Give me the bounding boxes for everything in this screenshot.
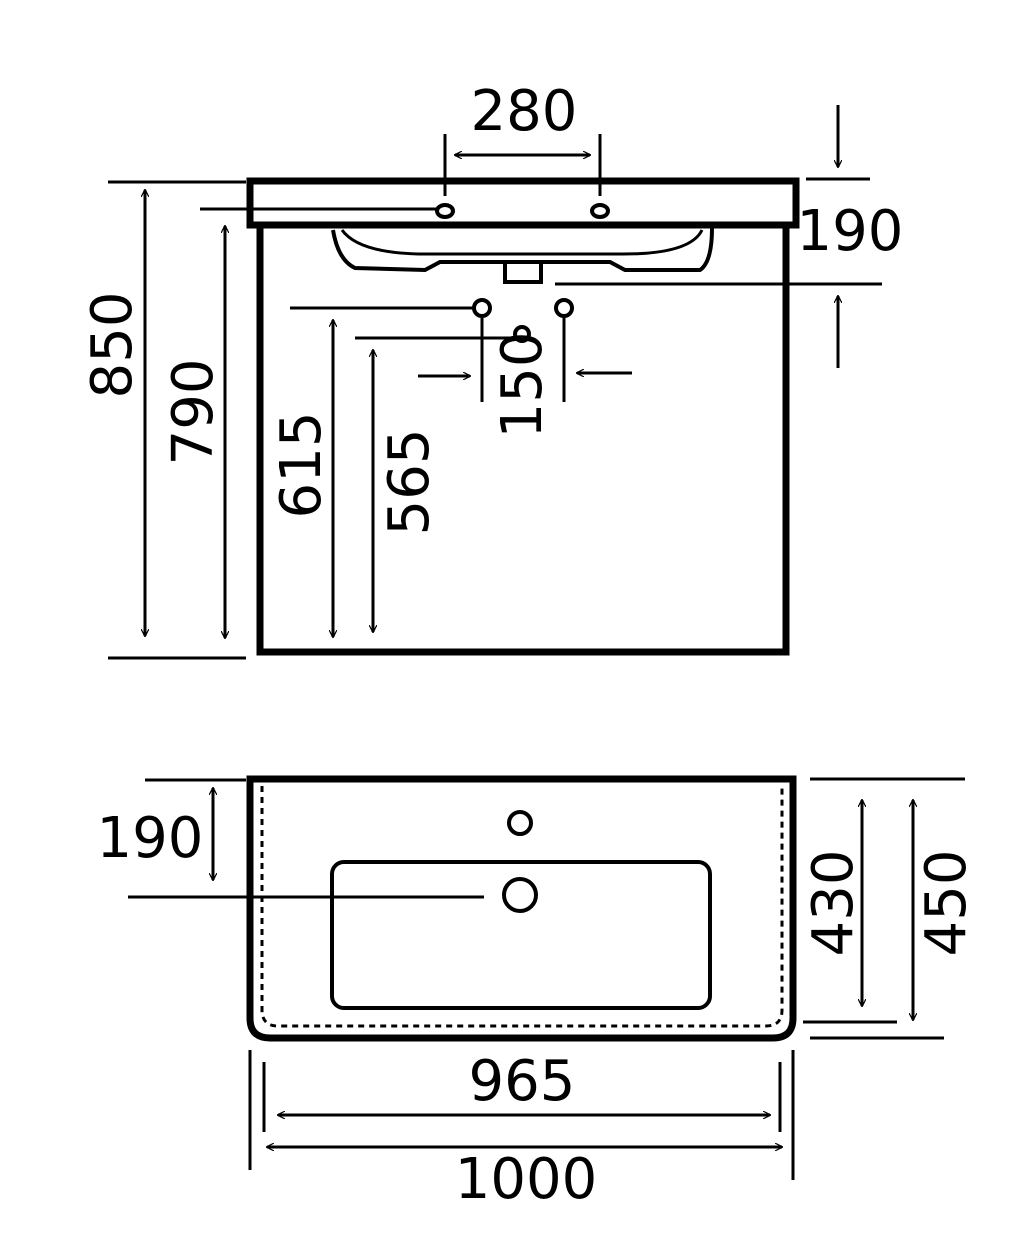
dim-label-790: 790	[161, 359, 226, 466]
water-inlet-right	[554, 298, 574, 318]
front-view: 280 850 790 615 565 150 190	[80, 79, 904, 660]
cabinet-front	[256, 225, 790, 656]
tap-hole-left	[435, 203, 455, 219]
basin-inner-line	[340, 229, 704, 256]
dim-label-850: 850	[80, 292, 145, 399]
dim-label-615: 615	[269, 412, 334, 519]
dim-label-190-front: 190	[797, 199, 904, 264]
dim-label-965: 965	[469, 1049, 576, 1114]
tap-hole-right	[590, 203, 610, 219]
dim-label-450: 450	[914, 850, 979, 957]
countertop-dashed-edge	[260, 786, 784, 1028]
top-view: 190 430 450 965 1000	[97, 775, 979, 1212]
drain-outlet	[503, 260, 543, 284]
drain-hole-top	[502, 877, 538, 913]
countertop-front	[246, 177, 800, 229]
basin-top	[330, 860, 712, 1010]
dim-label-280: 280	[471, 79, 578, 144]
drain-connection	[513, 325, 531, 343]
dim-label-190-top: 190	[97, 806, 204, 871]
dim-label-1000: 1000	[455, 1147, 598, 1212]
countertop-top-outline	[246, 775, 797, 1042]
tap-hole-top	[507, 810, 533, 836]
dim-label-150: 150	[490, 332, 555, 439]
dim-label-565: 565	[377, 429, 442, 536]
water-inlet-left	[472, 298, 492, 318]
dim-label-430: 430	[801, 850, 866, 957]
